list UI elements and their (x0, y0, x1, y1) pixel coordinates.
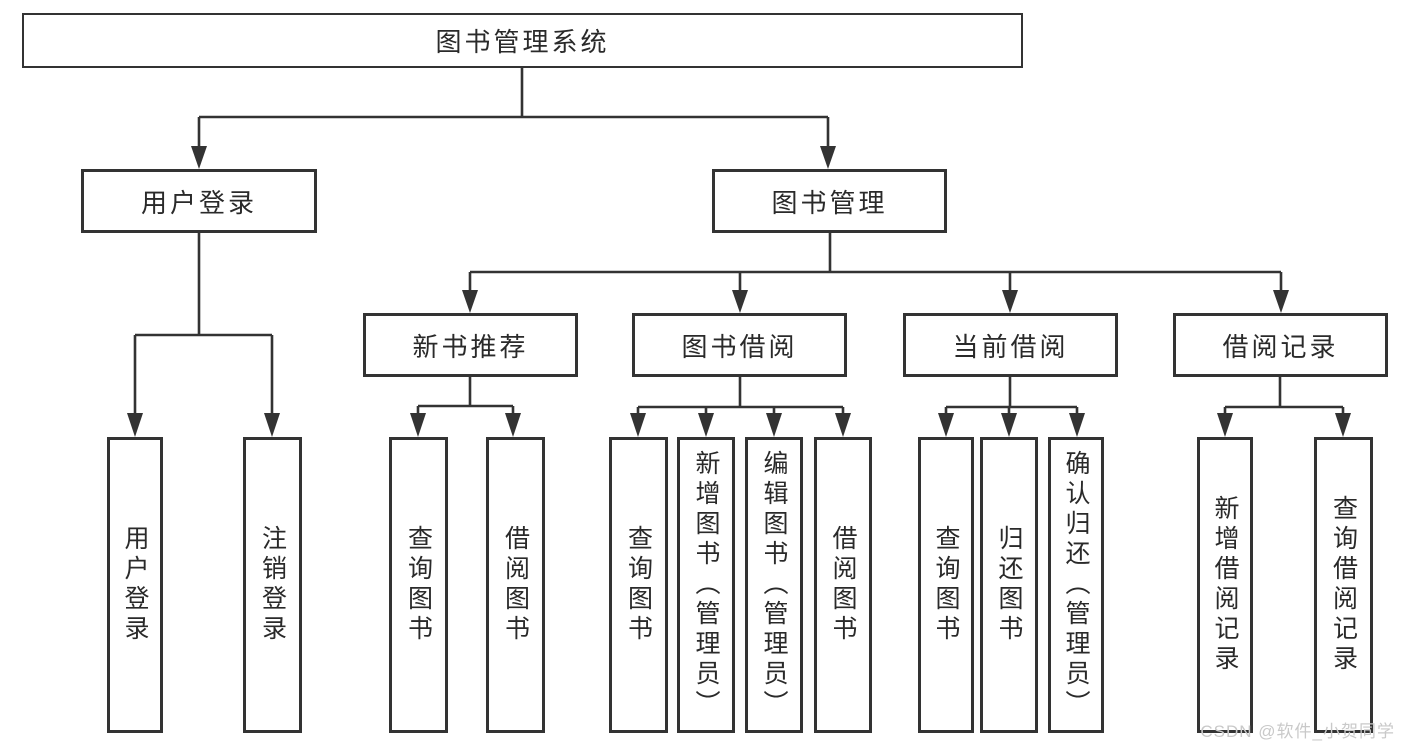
node-book-management: 图书管理 (712, 169, 947, 233)
leaf-borrow-query-books: 查询图书 (609, 437, 668, 733)
leaf-current-confirm-return-admin: 确认归还（管理员） (1048, 437, 1104, 733)
leaf-current-return-books: 归还图书 (980, 437, 1038, 733)
leaf-borrow-add-books-admin: 新增图书（管理员） (677, 437, 735, 733)
leaf-logout: 注销登录 (243, 437, 302, 733)
leaf-borrow-edit-books-admin: 编辑图书（管理员） (745, 437, 803, 733)
leaf-record-query-borrow-record: 查询借阅记录 (1314, 437, 1373, 733)
node-book-borrow: 图书借阅 (632, 313, 847, 377)
leaf-newbook-borrow-books: 借阅图书 (486, 437, 545, 733)
node-new-book-recommend: 新书推荐 (363, 313, 578, 377)
leaf-newbook-query-books: 查询图书 (389, 437, 448, 733)
node-borrow-record: 借阅记录 (1173, 313, 1388, 377)
leaf-record-add-borrow-record: 新增借阅记录 (1197, 437, 1253, 733)
leaf-borrow-borrow-books: 借阅图书 (814, 437, 872, 733)
node-root: 图书管理系统 (22, 13, 1023, 68)
node-current-borrow: 当前借阅 (903, 313, 1118, 377)
leaf-current-query-books: 查询图书 (918, 437, 974, 733)
watermark: CSDN @软件_小贺同学 (1200, 722, 1395, 741)
leaf-user-login: 用户登录 (107, 437, 163, 733)
node-user-login: 用户登录 (81, 169, 317, 233)
